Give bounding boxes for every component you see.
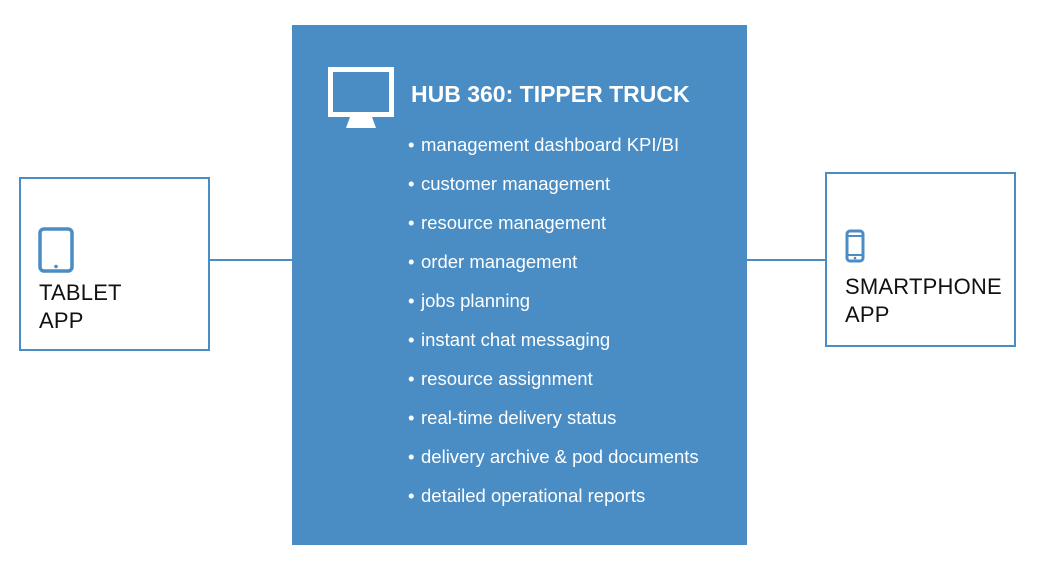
bullet-icon: • bbox=[408, 251, 415, 272]
feature-text: real-time delivery status bbox=[421, 407, 617, 428]
hub-panel: HUB 360: TIPPER TRUCK • management dashbo… bbox=[292, 25, 747, 545]
connector-tablet-hub bbox=[209, 259, 293, 261]
bullet-icon: • bbox=[408, 173, 415, 194]
monitor-icon bbox=[328, 67, 394, 128]
feature-item: • order management bbox=[408, 249, 699, 288]
smartphone-app-box: SMARTPHONE APP bbox=[825, 172, 1016, 347]
tablet-icon bbox=[38, 227, 74, 273]
feature-item: • resource assignment bbox=[408, 366, 699, 405]
feature-text: jobs planning bbox=[421, 290, 531, 311]
bullet-icon: • bbox=[408, 368, 415, 389]
feature-text: management dashboard KPI/BI bbox=[421, 134, 680, 155]
tablet-app-label: TABLET APP bbox=[39, 279, 122, 335]
feature-list: • management dashboard KPI/BI • customer ma… bbox=[408, 132, 699, 522]
feature-item: • resource management bbox=[408, 210, 699, 249]
tablet-label-line1: TABLET bbox=[39, 280, 122, 305]
feature-text: instant chat messaging bbox=[421, 329, 611, 350]
smartphone-app-label: SMARTPHONE APP bbox=[845, 273, 1002, 329]
feature-item: • customer management bbox=[408, 171, 699, 210]
smartphone-label-line1: SMARTPHONE bbox=[845, 274, 1002, 299]
bullet-icon: • bbox=[408, 485, 415, 506]
bullet-icon: • bbox=[408, 212, 415, 233]
bullet-icon: • bbox=[408, 407, 415, 428]
feature-text: detailed operational reports bbox=[421, 485, 646, 506]
bullet-icon: • bbox=[408, 290, 415, 311]
smartphone-label-line2: APP bbox=[845, 302, 890, 327]
tablet-app-box: TABLET APP bbox=[19, 177, 210, 351]
feature-item: • delivery archive & pod documents bbox=[408, 444, 699, 483]
bullet-icon: • bbox=[408, 134, 415, 155]
tablet-label-line2: APP bbox=[39, 308, 84, 333]
feature-text: resource management bbox=[421, 212, 607, 233]
feature-item: • management dashboard KPI/BI bbox=[408, 132, 699, 171]
feature-text: resource assignment bbox=[421, 368, 593, 389]
feature-text: customer management bbox=[421, 173, 611, 194]
feature-item: • real-time delivery status bbox=[408, 405, 699, 444]
feature-text: order management bbox=[421, 251, 578, 272]
bullet-icon: • bbox=[408, 329, 415, 350]
connector-hub-smartphone bbox=[746, 259, 827, 261]
smartphone-icon bbox=[845, 229, 865, 263]
feature-item: • jobs planning bbox=[408, 288, 699, 327]
bullet-icon: • bbox=[408, 446, 415, 467]
hub-title: HUB 360: TIPPER TRUCK bbox=[411, 81, 690, 107]
feature-text: delivery archive & pod documents bbox=[421, 446, 699, 467]
feature-item: • detailed operational reports bbox=[408, 483, 699, 522]
feature-item: • instant chat messaging bbox=[408, 327, 699, 366]
